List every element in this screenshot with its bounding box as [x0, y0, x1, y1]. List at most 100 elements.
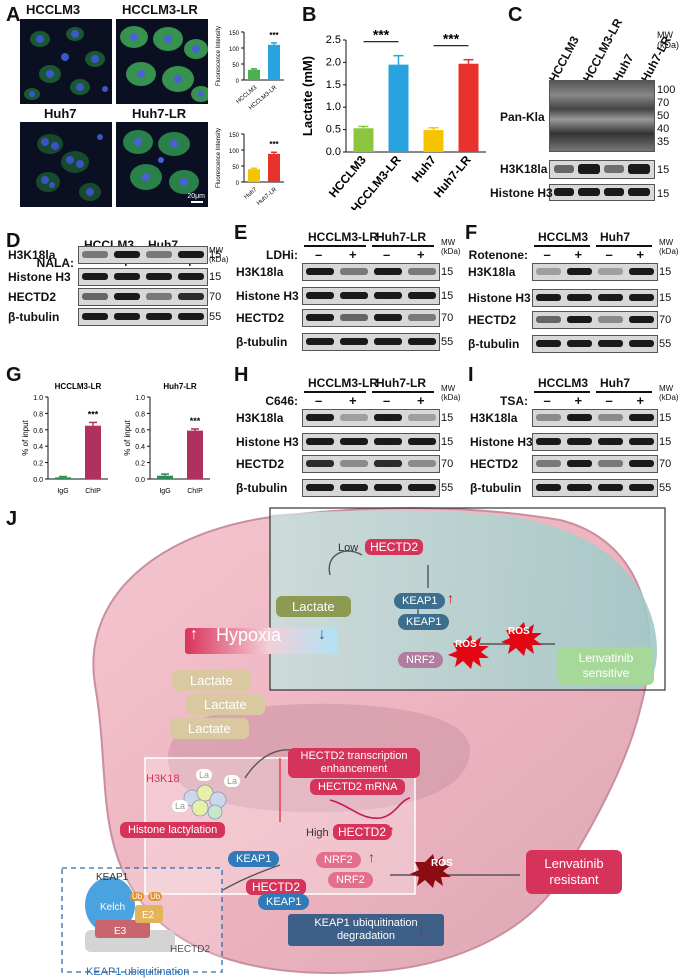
panelF-mw-0: 15 — [659, 266, 672, 278]
band — [567, 268, 592, 275]
band — [629, 294, 654, 301]
hypoxia-down-arrow-icon: ↓ — [318, 626, 326, 643]
label-high: High — [306, 827, 329, 839]
x-tick-label: IgG — [159, 488, 170, 495]
inset-ub-1: Ub — [130, 892, 145, 901]
panelD-row-label-3: β-tubulin — [8, 310, 60, 324]
band — [114, 293, 140, 300]
panelE-group-0: HCCLM3-LR — [308, 230, 378, 244]
ros-burst-icons — [410, 622, 542, 888]
band — [146, 273, 172, 280]
y-tick-label: 50 — [232, 63, 239, 69]
panelF-row-label-1: Histone H3 — [468, 291, 531, 305]
y-tick-label: 0.4 — [33, 444, 43, 451]
inset-hectd2: HECTD2 — [170, 944, 211, 955]
box-lenvatinib-sensitive: Lenvatinib sensitive — [558, 647, 654, 685]
sig-label: *** — [443, 31, 460, 47]
up-arrow-nrf2: ↑ — [368, 849, 375, 865]
band — [114, 313, 140, 320]
panelI-blot-1 — [532, 433, 658, 451]
panelD-blot-0 — [78, 246, 208, 264]
scale-bar — [191, 201, 203, 203]
panelD-condition-label: NALA: — [36, 256, 74, 270]
y-tick-label: 2.5 — [326, 34, 341, 46]
blot-pan-kla — [549, 80, 655, 152]
band — [374, 414, 402, 421]
panelF-sign-1: + — [574, 247, 583, 262]
inset-keap1: KEAP1 — [96, 872, 129, 883]
band — [629, 414, 654, 421]
y-tick-label: 0.4 — [135, 444, 145, 451]
panelF-group-line-1 — [596, 245, 652, 247]
panelI-blot-0 — [532, 409, 658, 427]
scale-bar-label: 20μm — [187, 193, 205, 200]
band — [146, 313, 172, 320]
band — [598, 438, 623, 445]
sig-label: *** — [269, 140, 279, 149]
inset-e2: E2 — [142, 910, 155, 921]
image-title-huh7: Huh7 — [44, 106, 77, 121]
band — [340, 460, 368, 467]
band — [536, 438, 561, 445]
box-lactate-top: Lactate — [276, 596, 351, 617]
inset-ub-2: Ub — [148, 892, 163, 901]
bar-Huh7 — [248, 169, 260, 182]
panelH-row-label-3: β-tubulin — [236, 481, 288, 495]
box-keap1-c: KEAP1 — [228, 851, 280, 867]
panelI-sign-1: + — [574, 393, 583, 408]
band — [598, 268, 623, 275]
band — [374, 268, 402, 275]
image-title-huh7-lr: Huh7-LR — [132, 106, 187, 121]
box-keap1-d: KEAP1 — [258, 894, 310, 910]
panelF-blot-1 — [532, 289, 658, 307]
bar-IgG — [157, 475, 173, 479]
panelH-sign-2: – — [383, 393, 391, 408]
bar-HCCLM3 — [248, 69, 260, 80]
panelI-row-label-0: H3K18la — [470, 411, 518, 425]
band — [146, 293, 172, 300]
panelI-group-line-0 — [534, 391, 590, 393]
band — [567, 460, 592, 467]
y-axis-label: % of input — [22, 419, 30, 455]
bar-Huh7-LR — [458, 63, 479, 152]
band — [408, 314, 436, 321]
y-axis-label: % of input — [124, 419, 132, 455]
panel-label-i: I — [468, 364, 474, 386]
panel-label-j: J — [6, 508, 18, 530]
panelI-group-line-1 — [596, 391, 652, 393]
band — [82, 313, 108, 320]
band — [567, 438, 592, 445]
y-tick-label: 150 — [229, 31, 240, 37]
panelE-mw-0: 15 — [441, 266, 454, 278]
band — [408, 414, 436, 421]
mw-header-c: MW(kDa) — [657, 30, 679, 50]
y-tick-label: 0.0 — [326, 146, 341, 158]
band — [114, 251, 140, 258]
box-low-hectd2: HECTD2 — [365, 539, 424, 555]
band — [374, 460, 402, 467]
box-lenvatinib-resistant: Lenvatinib resistant — [526, 850, 622, 894]
panelF-blot-3 — [532, 335, 658, 353]
bar-HCCLM3 — [353, 128, 374, 152]
panelH-sign-0: – — [315, 393, 323, 408]
band — [306, 438, 334, 445]
sig-label: *** — [373, 27, 390, 43]
panelE-group-line-0 — [304, 245, 366, 247]
band — [536, 340, 561, 347]
y-tick-label: 1.5 — [326, 79, 341, 91]
band — [340, 338, 368, 345]
panelE-sign-1: + — [349, 247, 357, 262]
panel-label-e: E — [234, 222, 248, 244]
panelH-row-label-0: H3K18la — [236, 411, 284, 425]
y-tick-label: 0 — [236, 181, 240, 187]
label-la-1: La — [196, 769, 213, 781]
band — [306, 484, 334, 491]
micrograph-huh7-lr: 20μm — [116, 122, 208, 207]
panelD-blot-1 — [78, 268, 208, 286]
panelE-mw-header: MW (kDa) — [441, 238, 461, 256]
band — [178, 273, 204, 280]
row-label-c-h3k18la: H3K18la — [500, 162, 548, 176]
band — [408, 292, 436, 299]
